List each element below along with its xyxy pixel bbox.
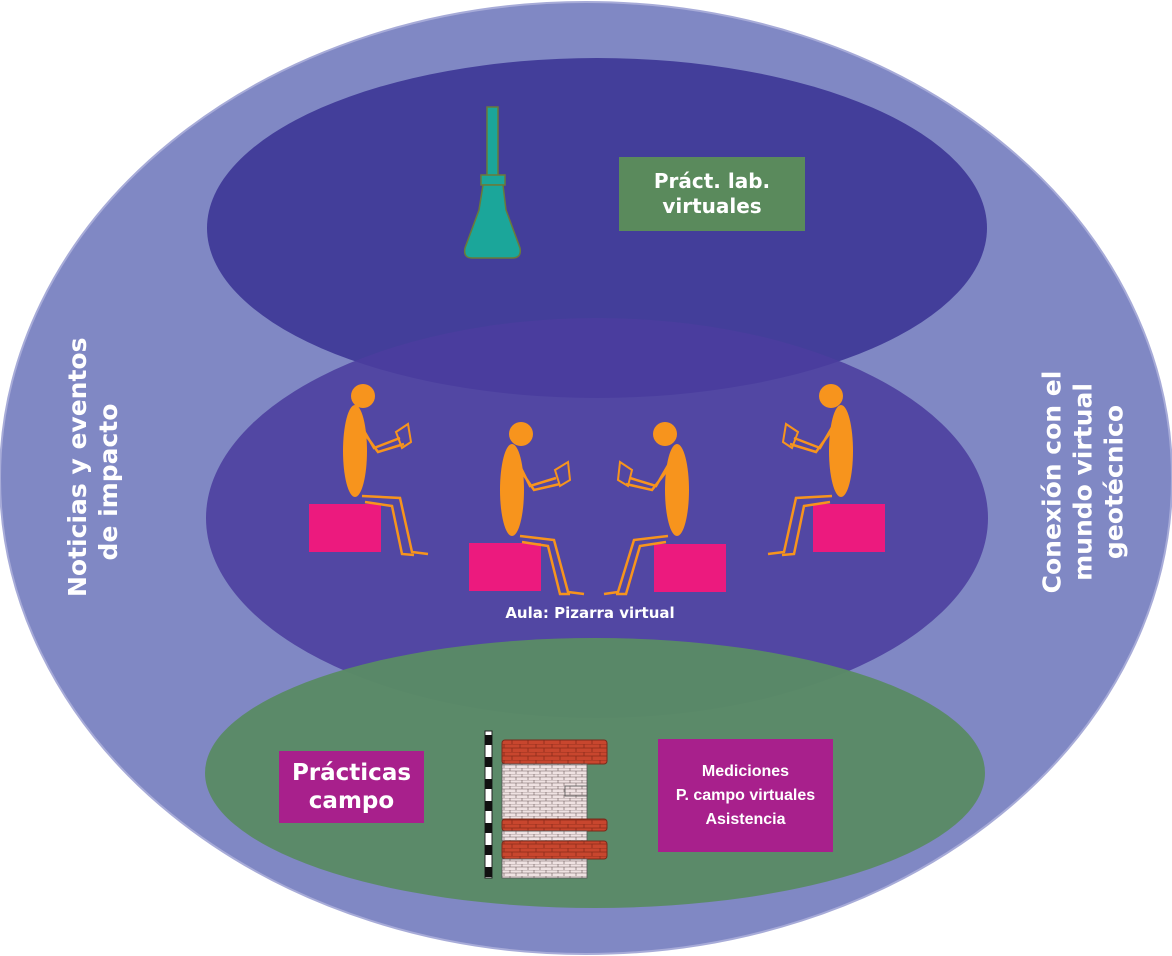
student-figure xyxy=(603,422,726,596)
seat-block xyxy=(654,544,726,592)
connection-line: Conexión con el xyxy=(1037,370,1067,594)
student-figure xyxy=(309,384,429,557)
news-events-line: Noticias y eventos xyxy=(63,337,92,597)
field-line: campo xyxy=(308,788,395,814)
flask-icon xyxy=(463,106,522,259)
news-events-line: de impacto xyxy=(94,403,123,561)
connection-line: mundo virtual xyxy=(1068,383,1098,581)
connection-line: geotécnico xyxy=(1099,404,1129,560)
field-line: Prácticas xyxy=(291,760,412,786)
lab-ellipse xyxy=(207,58,987,398)
seat-block xyxy=(309,504,381,552)
classroom-ellipse xyxy=(206,318,988,718)
lab-line: Práct. lab. xyxy=(653,169,771,193)
measurements-line: Asistencia xyxy=(705,810,786,828)
measurements-line: Mediciones xyxy=(701,762,790,780)
field-practice-box: Prácticas campo xyxy=(279,751,424,823)
virtual-world-connection-label: Conexión con el mundo virtual geotécnico xyxy=(1037,352,1130,612)
student-figure xyxy=(469,422,585,596)
lab-line: virtuales xyxy=(662,194,762,218)
classroom-label: Aula: Pizarra virtual xyxy=(505,604,675,622)
news-events-label: Noticias y eventos de impacto xyxy=(62,337,124,597)
seat-block xyxy=(813,504,885,552)
seat-block xyxy=(469,543,541,591)
virtual-lab-box: Práct. lab. virtuales xyxy=(619,157,805,231)
student-figure xyxy=(767,384,885,557)
measurements-line: P. campo virtuales xyxy=(675,786,816,804)
measurements-box: Mediciones P. campo virtuales Asistencia xyxy=(658,739,833,852)
stratigraphic-column-icon xyxy=(484,730,608,879)
